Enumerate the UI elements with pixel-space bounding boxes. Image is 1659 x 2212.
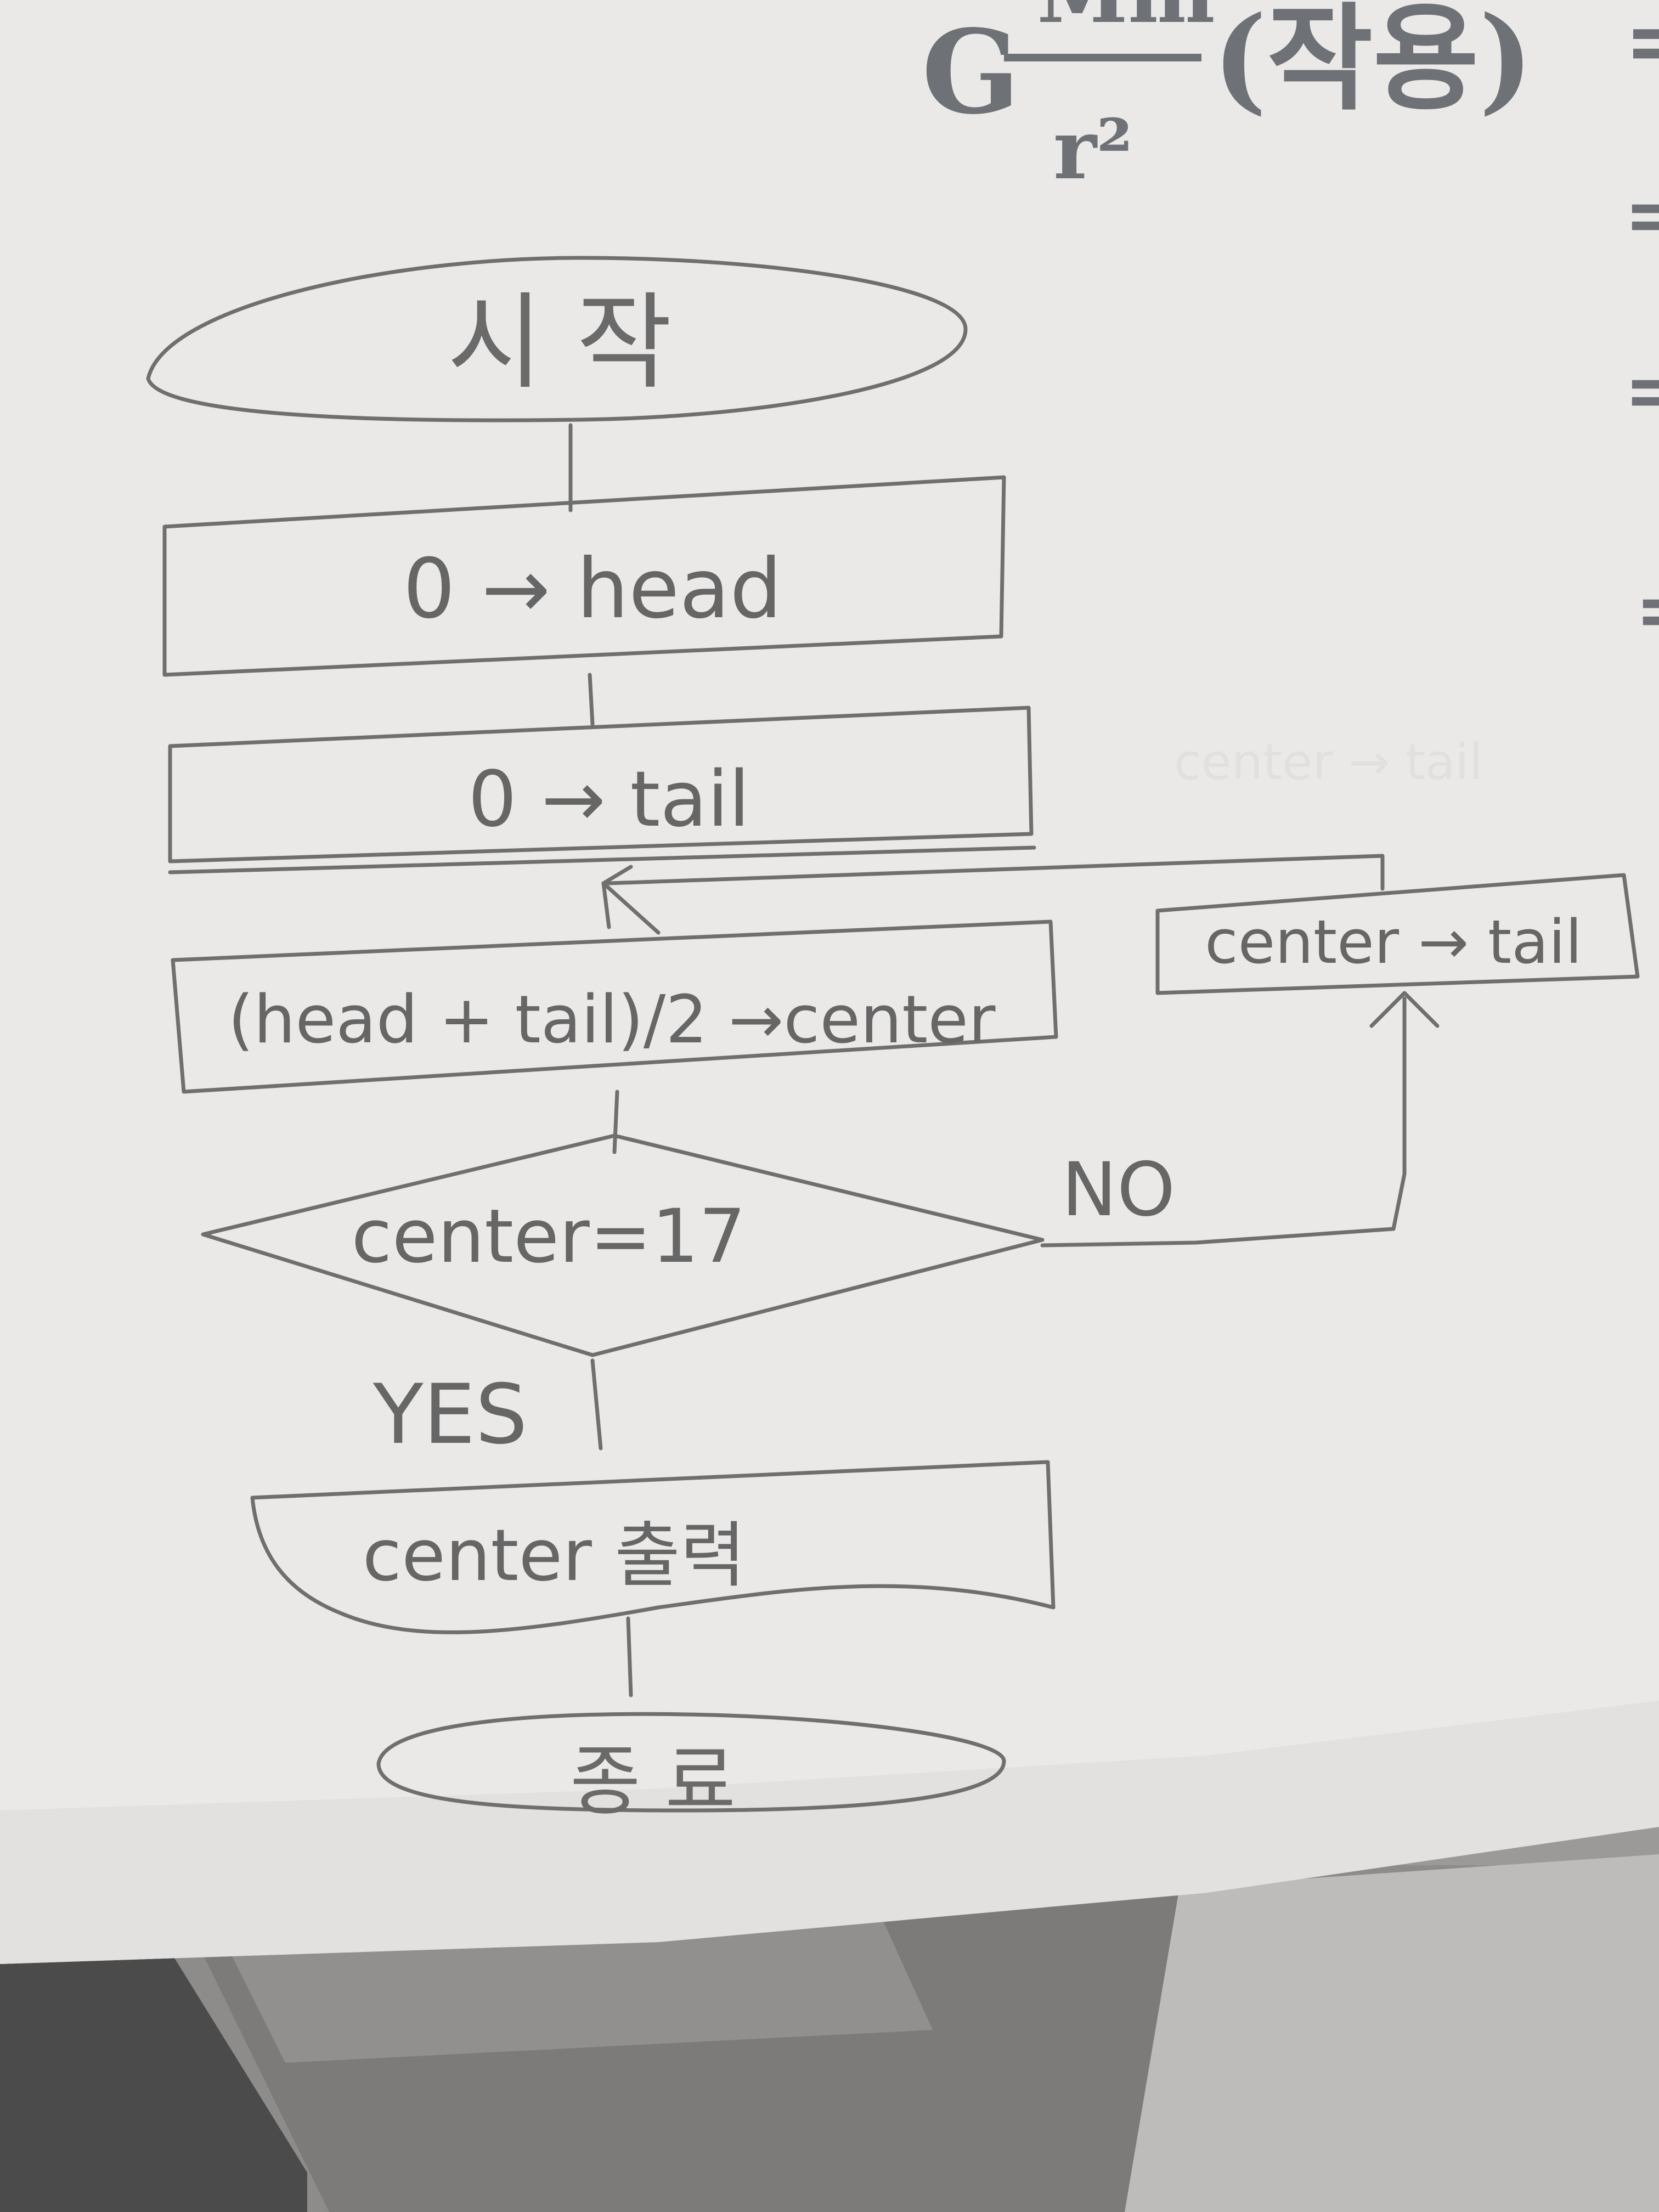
end-terminator: 종 료 xyxy=(376,1712,1006,1826)
dark-object-shadow xyxy=(0,1942,307,2212)
loop-update-label: center → tail xyxy=(1205,907,1582,977)
no-branch-line xyxy=(1040,996,1407,1248)
connector-line xyxy=(601,881,611,929)
end-label: 종 료 xyxy=(570,1737,736,1826)
tail-init-label: 0 → tail xyxy=(468,755,750,844)
process-head-init: 0 → head xyxy=(162,475,1006,677)
no-branch-arrowhead xyxy=(1369,991,1440,1028)
loop-return-line xyxy=(168,845,1036,874)
formula-symbol: G xyxy=(922,4,1020,140)
paper-sheet xyxy=(0,0,1659,1964)
formula-parenthetical: (작용) xyxy=(1212,0,1533,126)
process-tail-init: 0 → tail xyxy=(168,706,1034,864)
light-corner xyxy=(1125,1854,1659,2212)
process-loop-update: center → tail xyxy=(1155,873,1640,995)
connector-line xyxy=(612,1090,619,1154)
equals-mark: = xyxy=(1624,346,1659,436)
head-init-label: 0 → head xyxy=(403,541,782,637)
formula-denominator: r² xyxy=(1053,101,1133,198)
process-center-calc: (head + tail)/2 →center xyxy=(171,919,1058,1094)
no-branch-label: NO xyxy=(1062,1147,1175,1233)
paper-shade xyxy=(0,1701,1659,1964)
decision-center-check: center=17 xyxy=(201,1133,1045,1357)
equals-mark: = xyxy=(1635,565,1659,655)
connector-line xyxy=(626,1616,633,1697)
equals-mark: = xyxy=(1624,170,1659,260)
erased-pencil-text: center → tail xyxy=(1174,733,1483,791)
start-terminator: 시 작 xyxy=(146,256,968,422)
yes-branch-line xyxy=(590,1358,603,1451)
loop-return-line xyxy=(607,854,1385,891)
formula-numerator: Mm xyxy=(1037,0,1215,42)
yes-branch-label: YES xyxy=(373,1367,528,1463)
output-label: center 출력 xyxy=(363,1514,746,1597)
printed-formula: G Mm r² (작용) = = = = xyxy=(922,0,1659,655)
connector-line xyxy=(588,673,595,726)
start-label: 시 작 xyxy=(447,282,672,403)
equals-mark: = xyxy=(1624,0,1659,92)
center-calc-label: (head + tail)/2 →center xyxy=(228,982,996,1058)
output-center: center 출력 xyxy=(250,1460,1056,1634)
decision-label: center=17 xyxy=(351,1193,746,1279)
